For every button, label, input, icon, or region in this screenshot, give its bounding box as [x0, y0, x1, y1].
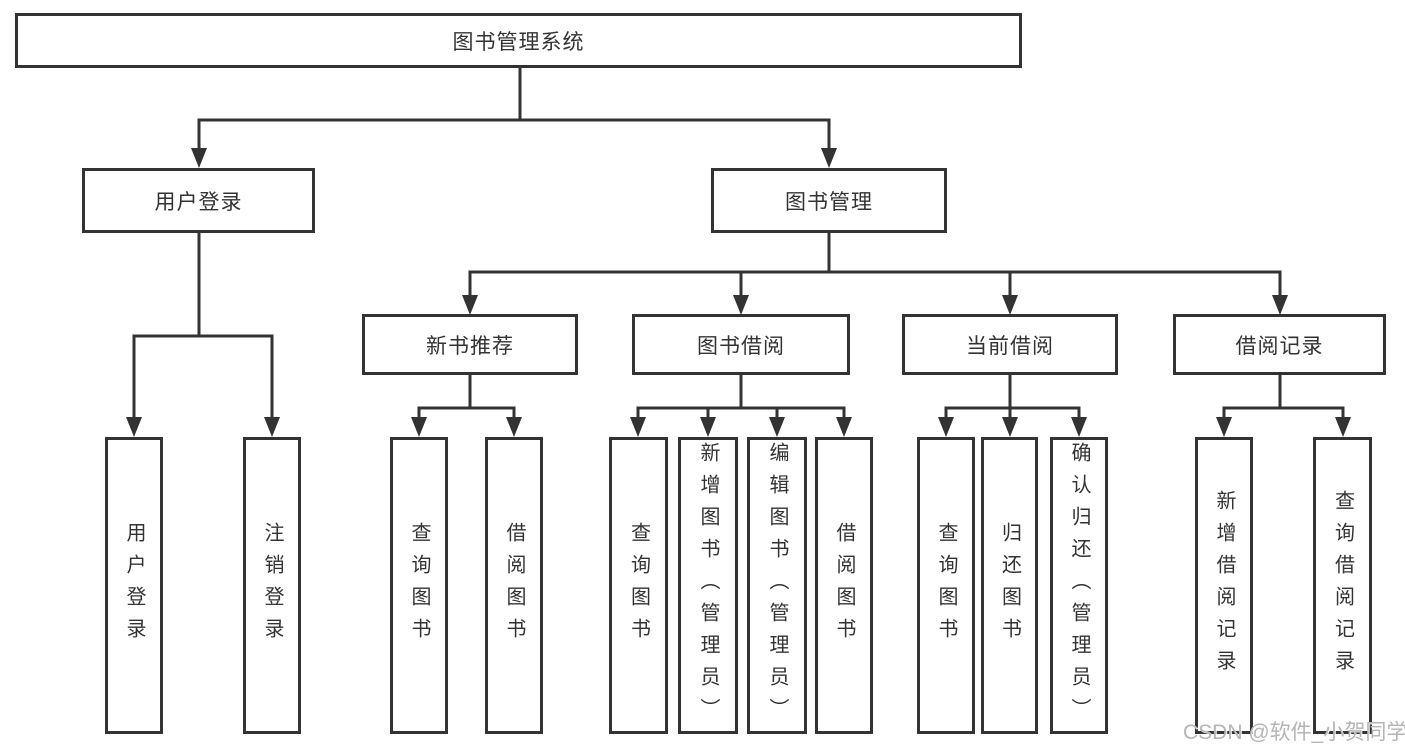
arrow-down-icon	[462, 295, 478, 315]
leaf-record-query-borrow-record: 查询借阅记录	[1313, 437, 1372, 734]
arrow-down-icon	[836, 417, 852, 437]
leaf-logout: 注销登录	[243, 437, 301, 734]
leaf-label: 查询图书	[627, 521, 650, 650]
leaf-label: 确认归还（管理员）	[1068, 441, 1090, 730]
connector-new-book-to-leaves	[411, 375, 522, 437]
leaf-label: 新增借阅记录	[1213, 489, 1235, 682]
leaf-label: 用户登录	[123, 521, 145, 650]
arrow-down-icon	[191, 148, 207, 168]
connector-current-borrow-to-leaves	[938, 375, 1087, 437]
watermark: CSDN @软件_小贺同学	[1183, 721, 1405, 744]
leaf-label: 编辑图书（管理员）	[766, 441, 788, 730]
connector-user-login-to-leaves	[126, 233, 280, 437]
leaf-newbook-borrow-books: 借阅图书	[485, 437, 543, 734]
node-label: 借阅记录	[1235, 334, 1324, 358]
leaf-record-add-borrow-record: 新增借阅记录	[1195, 437, 1253, 734]
arrow-down-icon	[1071, 417, 1087, 437]
leaf-borrow-edit-books-admin: 编辑图书（管理员）	[747, 437, 807, 734]
leaf-label: 查询图书	[408, 521, 430, 650]
arrow-down-icon	[1335, 417, 1351, 437]
arrow-down-icon	[938, 417, 954, 437]
node-label: 新书推荐	[426, 334, 514, 358]
leaf-label: 新增图书（管理员）	[697, 441, 719, 730]
node-current-borrow: 当前借阅	[902, 314, 1118, 375]
node-book-management: 图书管理	[711, 168, 947, 233]
connector-book-borrow-to-leaves	[630, 375, 852, 437]
leaf-label: 借阅图书	[833, 521, 855, 650]
arrow-down-icon	[264, 417, 280, 437]
leaf-current-return-books: 归还图书	[981, 437, 1038, 734]
node-borrow-record: 借阅记录	[1173, 314, 1386, 375]
connector-root-to-level2	[191, 68, 837, 168]
leaf-borrow-add-books-admin: 新增图书（管理员）	[678, 437, 738, 734]
connector-book-mgmt-to-level3	[462, 233, 1288, 315]
arrow-down-icon	[821, 148, 837, 168]
node-label: 图书借阅	[697, 334, 785, 358]
node-user-login: 用户登录	[82, 168, 315, 233]
leaf-label: 查询图书	[935, 521, 957, 650]
arrow-down-icon	[630, 417, 646, 437]
leaf-newbook-query-books: 查询图书	[390, 437, 448, 734]
arrow-down-icon	[411, 417, 427, 437]
node-label: 图书管理系统	[452, 30, 585, 54]
leaf-borrow-borrow-books: 借阅图书	[815, 437, 873, 734]
arrow-down-icon	[769, 417, 785, 437]
arrow-down-icon	[1002, 417, 1018, 437]
node-label: 图书管理	[785, 190, 873, 214]
leaf-current-confirm-return-admin: 确认归还（管理员）	[1050, 437, 1108, 734]
node-label: 用户登录	[154, 190, 243, 214]
leaf-user-login: 用户登录	[105, 437, 163, 734]
arrow-down-icon	[506, 417, 522, 437]
node-library-system: 图书管理系统	[15, 13, 1022, 68]
arrow-down-icon	[733, 295, 749, 315]
node-new-book-recommend: 新书推荐	[362, 314, 578, 375]
leaf-current-query-books: 查询图书	[917, 437, 975, 734]
leaf-label: 查询借阅记录	[1331, 489, 1354, 682]
leaf-label: 归还图书	[998, 521, 1021, 650]
arrow-down-icon	[700, 417, 716, 437]
leaf-label: 借阅图书	[503, 521, 525, 650]
node-label: 当前借阅	[966, 334, 1054, 358]
connector-borrow-record-to-leaves	[1216, 375, 1351, 437]
node-book-borrow: 图书借阅	[632, 314, 850, 375]
arrow-down-icon	[1216, 417, 1232, 437]
leaf-borrow-query-books: 查询图书	[609, 437, 668, 734]
arrow-down-icon	[1002, 295, 1018, 315]
arrow-down-icon	[126, 417, 142, 437]
leaf-label: 注销登录	[261, 521, 283, 650]
arrow-down-icon	[1272, 295, 1288, 315]
